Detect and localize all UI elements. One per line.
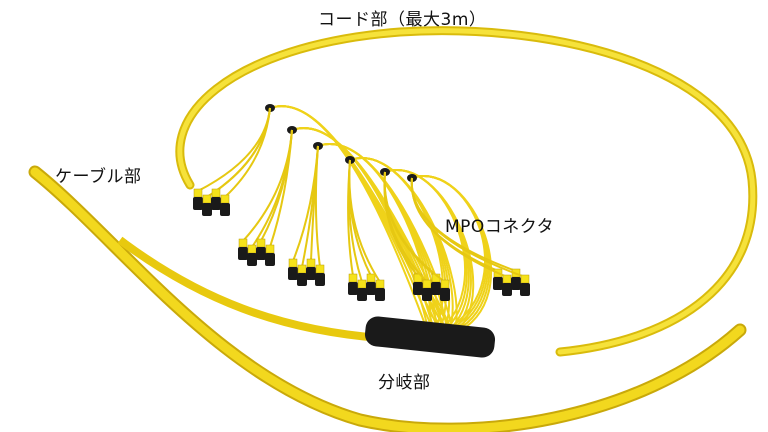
mpo-connector <box>288 267 298 280</box>
fiber-strand <box>269 129 293 248</box>
mpo-boot <box>220 194 230 204</box>
cord-loop-highlight <box>177 28 756 355</box>
mpo-boot <box>366 273 376 283</box>
mpo-connector <box>193 197 203 210</box>
mpo-boot <box>265 244 275 254</box>
mpo-connector <box>265 253 275 266</box>
mpo-connector <box>297 273 307 286</box>
mpo-connector <box>493 277 503 290</box>
mpo-connector <box>357 288 367 301</box>
mpo-connector <box>366 282 376 295</box>
trunk-cable-highlight <box>30 167 745 432</box>
mpo-boot <box>247 244 257 254</box>
mpo-boot <box>297 264 307 274</box>
mpo-boot <box>520 274 530 284</box>
mpo-boot <box>288 258 298 268</box>
mpo-boot <box>211 188 221 198</box>
mpo-connector <box>256 247 266 260</box>
mpo-boot <box>315 264 325 274</box>
fiber-strand <box>383 171 446 283</box>
mpo-connector <box>315 273 325 286</box>
mpo-connector <box>431 282 441 295</box>
mpo-boot <box>202 194 212 204</box>
mpo-connector <box>348 282 358 295</box>
mpo-connector <box>220 203 230 216</box>
mpo-boot <box>256 238 266 248</box>
label-cable: ケーブル部 <box>55 167 142 187</box>
mpo-boot <box>357 279 367 289</box>
mpo-boot <box>348 273 358 283</box>
mpo-boot <box>422 279 432 289</box>
fiber-strand <box>224 107 271 198</box>
mpo-boot <box>375 279 385 289</box>
label-cord: コード部（最大3m） <box>318 10 487 30</box>
mpo-boot <box>238 238 248 248</box>
mpo-connector <box>375 288 385 301</box>
mpo-connector <box>511 277 521 290</box>
trunk-to-branch <box>117 236 381 342</box>
mpo-boot <box>193 188 203 198</box>
mpo-connector <box>247 253 257 266</box>
mpo-connector <box>422 288 432 301</box>
mpo-connector <box>502 283 512 296</box>
label-branch: 分岐部 <box>378 373 431 393</box>
mpo-connector <box>440 288 450 301</box>
mpo-connector <box>202 203 212 216</box>
fiber-strand <box>314 145 321 268</box>
mpo-boot <box>306 258 316 268</box>
mpo-boot <box>502 274 512 284</box>
fiber-strand <box>410 177 526 278</box>
mpo-boot <box>440 279 450 289</box>
label-mpo-connector: MPOコネクタ <box>445 217 555 237</box>
mpo-connector <box>413 282 423 295</box>
mpo-connector <box>306 267 316 280</box>
mpo-connector <box>238 247 248 260</box>
branch-splitter <box>364 316 496 358</box>
fiber-strand <box>411 175 493 335</box>
connector-clusters <box>193 104 530 301</box>
mpo-connector <box>520 283 530 296</box>
fiber-strand <box>348 159 381 283</box>
mpo-connector <box>211 197 221 210</box>
